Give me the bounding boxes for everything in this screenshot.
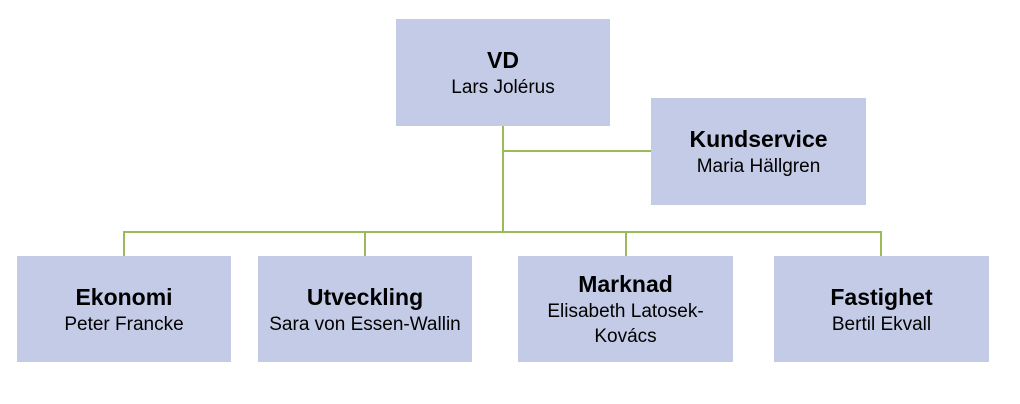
node-title: Marknad — [578, 271, 673, 297]
connector-drop-ekonomi — [123, 231, 125, 256]
connector-drop-fastighet — [880, 231, 882, 256]
node-title: Kundservice — [689, 126, 828, 152]
node-ekonomi: Ekonomi Peter Francke — [17, 256, 231, 362]
connector-drop-marknad — [625, 231, 627, 256]
node-vd: VD Lars Jolérus — [396, 19, 610, 126]
node-name: Sara von Essen-Wallin — [269, 313, 461, 335]
node-kundservice: Kundservice Maria Hällgren — [651, 98, 866, 205]
connector-horizontal — [124, 231, 882, 233]
node-utveckling: Utveckling Sara von Essen-Wallin — [258, 256, 472, 362]
node-title: Utveckling — [306, 283, 424, 310]
node-name: Maria Hällgren — [696, 156, 821, 177]
node-fastighet: Fastighet Bertil Ekvall — [774, 256, 989, 362]
node-marknad: Marknad Elisabeth Latosek-Kovács — [518, 256, 733, 362]
connector-assistant — [503, 150, 651, 152]
node-title: Fastighet — [830, 283, 933, 310]
node-name: Elisabeth Latosek-Kovács — [547, 301, 704, 347]
connector-drop-utveckling — [364, 231, 366, 256]
node-name: Peter Francke — [64, 313, 184, 335]
node-title: Ekonomi — [75, 283, 173, 310]
node-name: Lars Jolérus — [451, 77, 555, 98]
node-name: Bertil Ekvall — [831, 313, 932, 335]
node-title: VD — [487, 47, 519, 73]
connector-root-vertical — [502, 126, 504, 233]
